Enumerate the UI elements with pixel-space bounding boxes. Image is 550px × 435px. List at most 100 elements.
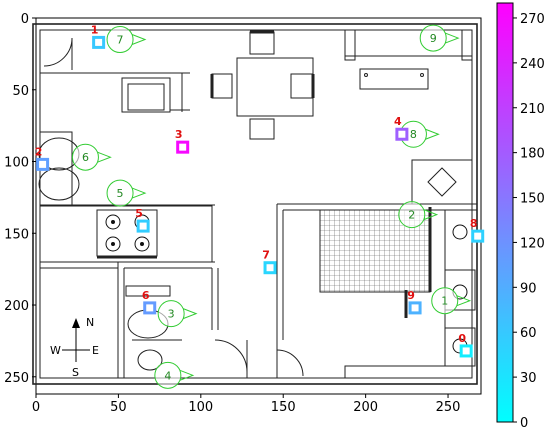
marker-square	[176, 140, 190, 154]
room-label-pointer	[131, 187, 147, 199]
room-number: 2	[408, 209, 415, 222]
marker-index: 7	[262, 249, 270, 262]
room-label-circle	[71, 143, 99, 171]
colorbar-tick-label: 150	[520, 192, 545, 207]
marker-index: 5	[135, 207, 143, 220]
room-label: 7	[106, 26, 147, 54]
colorbar-tick-label: 0	[520, 416, 528, 431]
room-labels: 1 2 3 4 5 6 7 8 9	[71, 24, 472, 389]
y-tick-label: 50	[12, 84, 29, 99]
marker: 0	[458, 332, 473, 358]
x-tick-label: 250	[436, 400, 461, 415]
room-number: 4	[164, 369, 171, 382]
marker: 7	[262, 249, 277, 275]
marker-square	[263, 261, 277, 275]
y-tick-label: 0	[21, 12, 29, 27]
room-label-circle	[106, 26, 134, 54]
colorbar-tick-label: 270	[520, 12, 545, 27]
marker: 2	[35, 145, 50, 171]
marker-square	[395, 127, 409, 141]
colorbar-tick-label: 90	[520, 281, 537, 296]
room-label: 5	[106, 179, 147, 207]
marker-square	[143, 301, 157, 315]
marker: 8	[470, 217, 485, 243]
room-label-circle	[431, 287, 459, 315]
room-label-circle	[106, 179, 134, 207]
marker-square	[36, 157, 50, 171]
x-tick-label: 200	[353, 400, 378, 415]
marker-index: 3	[175, 128, 183, 141]
room-label: 2	[398, 201, 439, 229]
room-label-pointer	[179, 369, 195, 381]
room-label-pointer	[182, 308, 198, 320]
colorbar-ticks: 0 30 60 90 120 150 180 210 240 270	[513, 12, 545, 431]
marker-index: 2	[35, 145, 43, 158]
y-tick-label: 200	[4, 299, 29, 314]
floor-plan-drawing	[32, 23, 478, 385]
room-label: 6	[71, 143, 112, 171]
marker-index: 4	[394, 115, 402, 128]
room-label-pointer	[131, 34, 147, 45]
room-label-pointer	[425, 128, 440, 140]
room-label-pointer	[97, 151, 112, 163]
room-number: 7	[117, 34, 124, 47]
room-label: 3	[157, 300, 198, 328]
room-number: 6	[82, 151, 89, 164]
x-tick-label: 150	[271, 400, 296, 415]
marker: 1	[91, 23, 106, 49]
marker: 6	[142, 289, 157, 315]
y-axis: 0 50 100 150 200 250	[4, 12, 36, 386]
room-number: 5	[117, 187, 124, 200]
compass-east-label: E	[92, 344, 99, 357]
compass-west-label: W	[50, 344, 61, 357]
marker: 4	[394, 115, 409, 141]
marker-square	[459, 344, 473, 358]
room-label-circle	[398, 201, 426, 229]
compass-north-label: N	[86, 316, 94, 329]
y-tick-label: 250	[4, 371, 29, 386]
room-label: 1	[431, 287, 472, 315]
room-number: 8	[410, 128, 417, 141]
room-label-pointer	[445, 32, 460, 44]
marker: 5	[135, 207, 150, 233]
marker-index: 6	[142, 289, 150, 302]
marker-square	[92, 35, 106, 49]
marker-index: 0	[458, 332, 466, 345]
compass-south-label: S	[72, 366, 79, 379]
colorbar	[496, 2, 514, 423]
y-tick-label: 100	[4, 156, 29, 171]
colorbar-tick-label: 240	[520, 57, 545, 72]
y-tick-label: 150	[4, 227, 29, 242]
colorbar-tick-label: 30	[520, 371, 537, 386]
marker: 9	[407, 289, 422, 315]
markers: 0 1 2 3 4 5 6 7 8 9	[35, 23, 485, 358]
room-label-circle	[419, 24, 447, 52]
room-label: 4	[154, 361, 195, 389]
marker-index: 1	[91, 23, 99, 36]
marker-index: 9	[407, 289, 415, 302]
colorbar-tick-label: 180	[520, 147, 545, 162]
compass: N S E W	[50, 316, 99, 379]
room-label-pointer	[423, 209, 439, 221]
colorbar-tick-label: 60	[520, 326, 537, 341]
x-tick-label: 100	[188, 400, 213, 415]
marker: 3	[175, 128, 190, 154]
x-tick-label: 0	[32, 400, 40, 415]
marker-square	[408, 301, 422, 315]
room-label-circle	[154, 361, 182, 389]
room-label-pointer	[456, 295, 472, 307]
marker-square	[471, 229, 485, 243]
room-label-circle	[157, 300, 185, 328]
room-number: 1	[441, 295, 448, 308]
room-label: 9	[419, 24, 460, 52]
colorbar-tick-label: 120	[520, 236, 545, 251]
colorbar-tick-label: 210	[520, 102, 545, 117]
marker-index: 8	[470, 217, 478, 230]
room-number: 3	[168, 308, 175, 321]
marker-square	[136, 219, 150, 233]
x-tick-label: 50	[110, 400, 127, 415]
room-number: 9	[430, 32, 437, 45]
x-axis: 0 50 100 150 200 250	[32, 394, 461, 415]
